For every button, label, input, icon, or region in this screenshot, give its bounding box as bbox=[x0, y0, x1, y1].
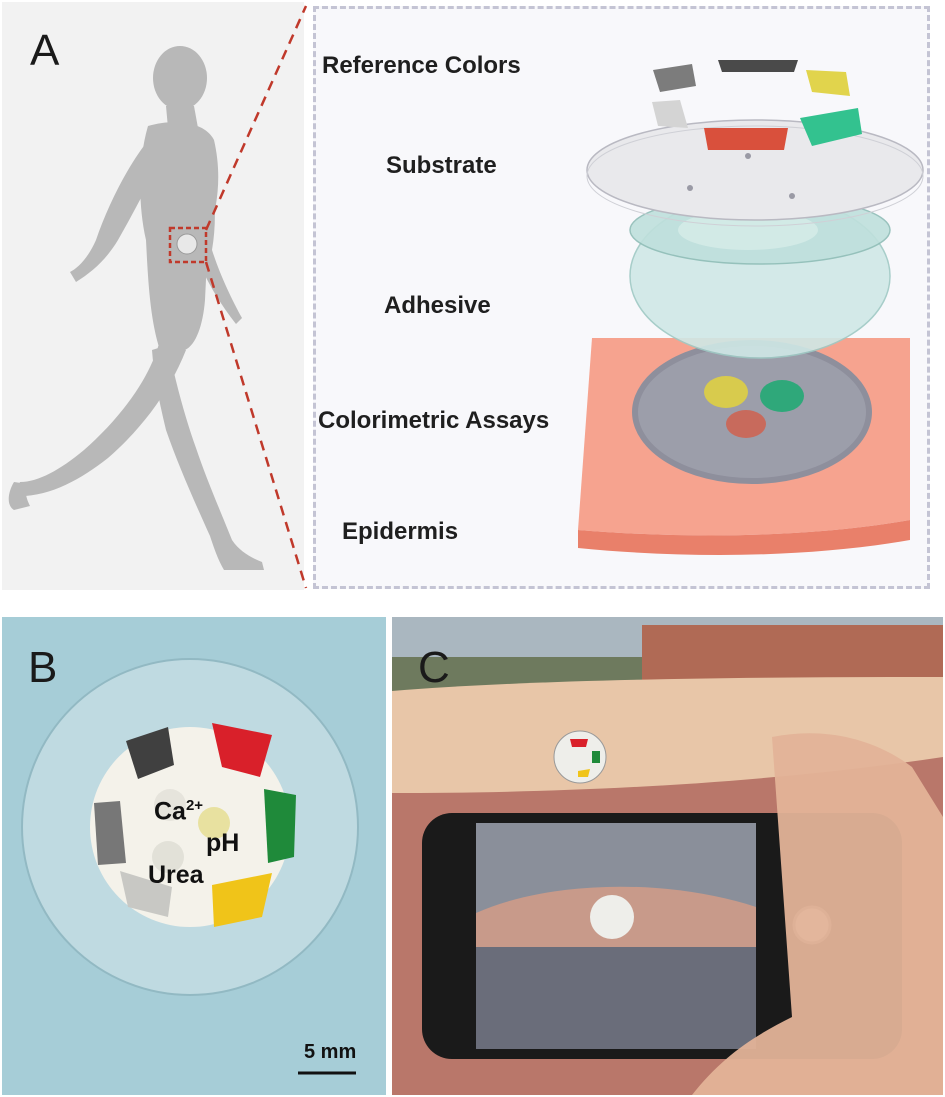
person-back-foot bbox=[8, 482, 30, 510]
ref-dark-gray-segment bbox=[718, 60, 798, 72]
label-colorimetric-assays: Colorimetric Assays bbox=[318, 407, 550, 434]
sweat-patch-photo bbox=[21, 658, 359, 1075]
label-adhesive: Adhesive bbox=[384, 292, 491, 319]
zoom-leader-line-bottom bbox=[204, 261, 308, 589]
patch-on-arm bbox=[553, 730, 607, 784]
label-ca-superscript: 2+ bbox=[185, 797, 204, 814]
assay-well-ca bbox=[154, 789, 186, 821]
person-front-leg bbox=[152, 345, 264, 570]
colorimetric-assay-layer bbox=[632, 340, 872, 484]
person-head bbox=[153, 46, 207, 110]
panel-b-photo: B Ca2+ pH Urea 5 mm bbox=[2, 617, 386, 1095]
walking-person-illustration bbox=[8, 46, 264, 570]
patch-dark-gray-reference bbox=[126, 727, 174, 779]
person-front-arm bbox=[194, 140, 242, 324]
patch-on-screen bbox=[590, 895, 634, 939]
patch-on-body-icon bbox=[176, 233, 198, 255]
patch-green-reference bbox=[264, 789, 296, 863]
assay-spot-yellow bbox=[704, 376, 748, 408]
panel-c-letter: C bbox=[418, 643, 450, 692]
panel-c-photo: C bbox=[392, 617, 943, 1095]
person-back-arm bbox=[70, 138, 160, 282]
ref-yellow-segment bbox=[806, 70, 850, 96]
ref-mid-gray-segment bbox=[653, 64, 696, 92]
assay-spot-green bbox=[760, 380, 804, 412]
patch-highlight-box bbox=[168, 226, 208, 264]
ref-red-segment bbox=[704, 128, 788, 150]
substrate-layer bbox=[586, 119, 924, 227]
panel-b-letter: B bbox=[28, 643, 58, 692]
assay-well-urea bbox=[152, 841, 184, 873]
label-ph: pH bbox=[206, 829, 240, 857]
patch-mid-gray-reference bbox=[94, 801, 126, 865]
label-reference-colors: Reference Colors bbox=[322, 52, 521, 79]
zoom-leader-line-top bbox=[204, 5, 308, 231]
hand bbox=[692, 733, 943, 1095]
smartphone-capture-photo bbox=[392, 617, 943, 1095]
patch-light-gray-reference bbox=[120, 871, 172, 917]
patch-red-reference bbox=[212, 723, 272, 777]
label-urea: Urea bbox=[148, 861, 204, 889]
label-ca: Ca2+ bbox=[154, 797, 204, 826]
label-substrate: Substrate bbox=[386, 152, 497, 179]
panel-a-letter: A bbox=[30, 26, 60, 75]
ref-green-segment bbox=[800, 108, 862, 146]
assay-spot-red bbox=[726, 410, 766, 438]
patch-yellow-reference bbox=[212, 873, 272, 927]
assay-well-ph bbox=[198, 807, 230, 839]
background-building bbox=[642, 625, 943, 687]
label-epidermis: Epidermis bbox=[342, 518, 459, 545]
scale-bar-label: 5 mm bbox=[304, 1041, 357, 1063]
ref-light-gray-segment bbox=[652, 100, 688, 128]
reference-color-ring bbox=[652, 60, 862, 150]
